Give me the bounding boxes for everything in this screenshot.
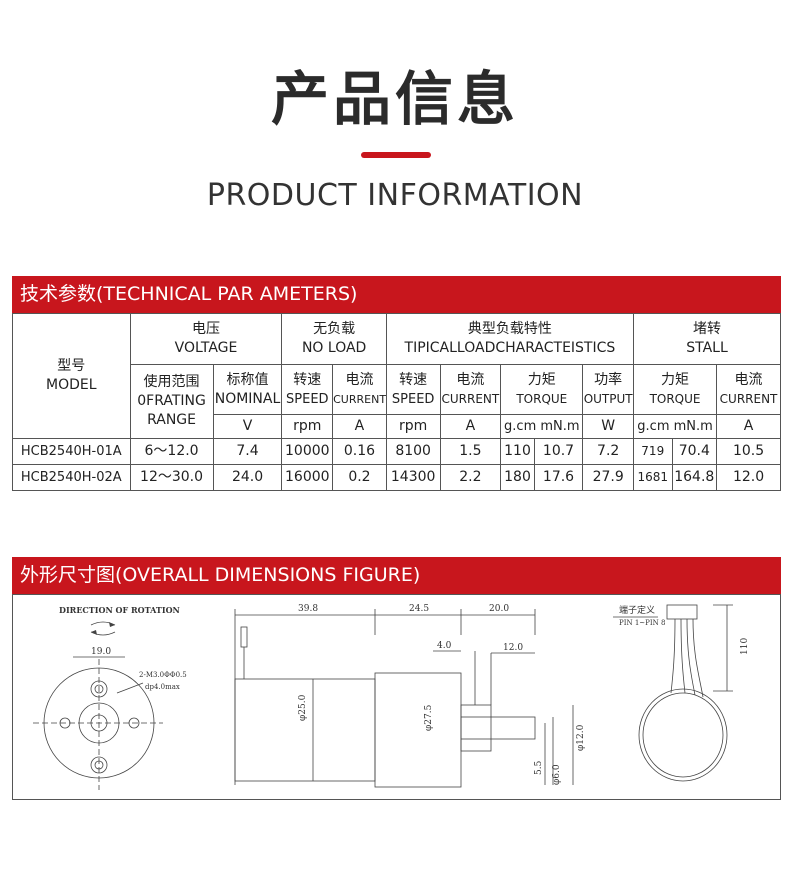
dim-d27-5: φ27.5 [424,704,434,731]
cell-ty-power: 27.9 [582,464,635,491]
unit-v: V [212,414,283,439]
terminal-label: 端子定义 [619,604,655,616]
unit-w: W [582,414,635,439]
dim-19: 19.0 [91,647,111,657]
title-divider [361,152,431,158]
dim-4: 4.0 [437,641,452,651]
dim-d25: φ25.0 [298,694,308,721]
connector [666,604,698,620]
motor-body [234,678,376,782]
cell-range: 12～30.0 [129,464,214,491]
gearbox-body [374,672,462,788]
dim-39-8: 39.8 [298,604,318,614]
cell-ty-mnm: 17.6 [533,464,584,491]
cell-nl-speed: 16000 [281,464,334,491]
cell-range: 6～12.0 [129,438,214,465]
cell-nl-speed: 10000 [281,438,334,465]
unit-torque: g.cm mN.m [633,414,718,439]
cell-st-gcm: 1681 [633,464,673,491]
dim-5-5: 5.5 [534,760,544,775]
dim-d6: φ6.0 [552,764,562,785]
dim-d12: φ12.0 [576,724,586,751]
front-view: DIRECTION OF ROTATION 19.0 2-M3.0ΦΦ0.5 d… [33,605,187,790]
cell-ty-mnm: 10.7 [533,438,584,465]
hole-note-1: 2-M3.0ΦΦ0.5 [139,671,187,679]
cell-ty-current: 1.5 [439,438,502,465]
dim-24-5: 24.5 [409,604,429,614]
unit-a: A [332,414,387,439]
cell-st-gcm: 719 [633,438,673,465]
side-view: 39.8 24.5 20.0 4.0 12.0 φ25.0 φ27.5 φ12.… [234,604,586,788]
pin-label: PIN 1~PIN 8 [619,619,665,627]
cell-nl-current: 0.16 [332,438,387,465]
cell-ty-power: 7.2 [582,438,635,465]
dim-12: 12.0 [503,643,523,653]
table-row: HCB2540H-01A 6～12.0 7.4 10000 0.16 8100 … [12,438,781,465]
cell-st-mnm: 164.8 [671,464,718,491]
unit-a: A [439,414,502,439]
page-title-cn: 产品信息 [270,65,519,133]
cell-nominal: 24.0 [212,464,283,491]
wiring-view: 端子定义 PIN 1~PIN 8 110 [613,604,750,782]
dimension-drawing: DIRECTION OF ROTATION 19.0 2-M3.0ΦΦ0.5 d… [12,594,781,800]
unit-torque: g.cm mN.m [500,414,584,439]
cell-ty-gcm: 110 [500,438,535,465]
unit-a: A [716,414,781,439]
motor-rear-outline [638,688,728,782]
cell-st-mnm: 70.4 [671,438,718,465]
cell-st-current: 12.0 [716,464,781,491]
section-header-technical-parameters: 技术参数(TECHNICAL PAR AMETERS) [12,276,781,313]
cell-ty-gcm: 180 [500,464,535,491]
dim-110: 110 [740,638,750,655]
hole-note-2: dp4.0max [145,683,180,691]
cell-ty-speed: 14300 [385,464,441,491]
rotation-label: DIRECTION OF ROTATION [59,605,180,615]
unit-rpm: rpm [385,414,441,439]
cell-ty-current: 2.2 [439,464,502,491]
unit-rpm: rpm [281,414,334,439]
dim-20: 20.0 [489,604,509,614]
section-header-dimensions: 外形尺寸图(OVERALL DIMENSIONS FIGURE) [12,557,781,594]
cell-nominal: 7.4 [212,438,283,465]
page-title-en: PRODUCT INFORMATION [206,178,584,213]
cell-ty-speed: 8100 [385,438,441,465]
output-shaft [460,716,536,740]
cell-st-current: 10.5 [716,438,781,465]
table-row: HCB2540H-02A 12～30.0 24.0 16000 0.2 1430… [12,464,781,491]
cell-nl-current: 0.2 [332,464,387,491]
cell-model: HCB2540H-02A [12,464,131,491]
cell-model: HCB2540H-01A [12,438,131,465]
